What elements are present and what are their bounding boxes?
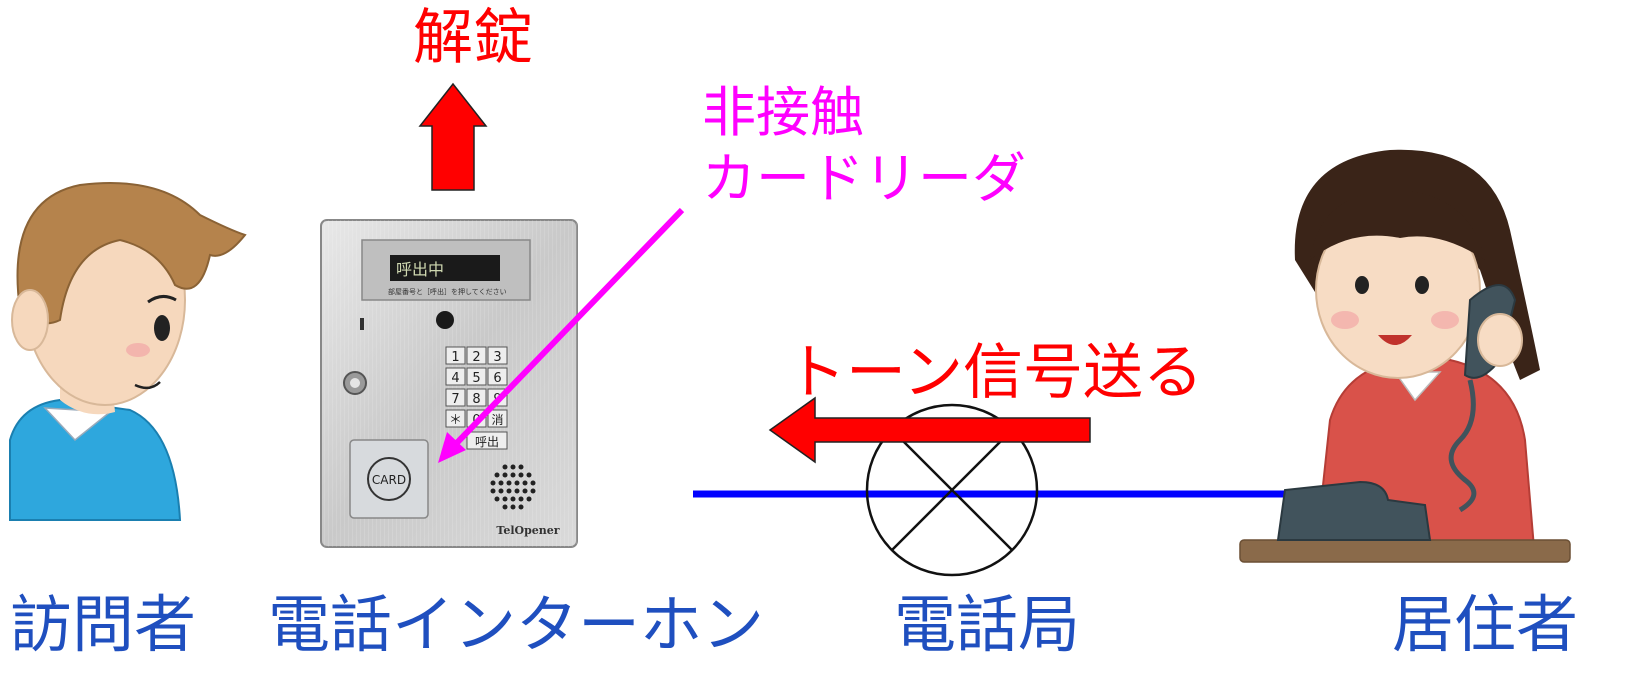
unlock-arrow	[418, 82, 488, 191]
resident-illustration	[1239, 149, 1571, 563]
resident-label: 居住者	[1392, 588, 1579, 661]
keypad: 1 2 3 4 5 6 7 8 9 ＊ 0 消 呼出	[445, 346, 508, 450]
phone-office-label: 電話局	[894, 588, 1081, 661]
camera-lens	[436, 311, 454, 329]
key-3: 3	[487, 346, 508, 365]
svg-text:＊: ＊	[449, 413, 462, 428]
visitor-label: 訪問者	[10, 588, 197, 661]
key-5: 5	[466, 367, 487, 386]
lcd-screen	[390, 255, 500, 281]
tone-signal-arrow	[768, 396, 1091, 464]
svg-text:2: 2	[472, 350, 480, 365]
key-2: 2	[466, 346, 487, 365]
key-1: 1	[445, 346, 466, 365]
svg-text:6: 6	[493, 371, 501, 386]
svg-text:5: 5	[472, 371, 480, 386]
unlock-label: 解錠	[413, 3, 533, 73]
visitor-illustration	[9, 182, 247, 521]
card-reader-label: 非接触 カードリーダ	[702, 80, 1026, 212]
svg-text:1: 1	[451, 350, 459, 365]
card-reader-label-line2: カードリーダ	[702, 146, 1026, 210]
intercom-panel: 呼出中 部屋番号と［呼出］を押してください 1 2 3 4 5 6 7 8 9 …	[320, 219, 578, 548]
desk-phone	[1276, 480, 1432, 541]
card-reader: CARD	[349, 439, 429, 519]
tone-signal-label: トーン信号送る	[786, 338, 1203, 408]
key-8: 8	[466, 388, 487, 407]
lcd-instruction: 部屋番号と［呼出］を押してください	[388, 287, 507, 296]
key-7: 7	[445, 388, 466, 407]
desk	[1239, 539, 1571, 563]
svg-text:4: 4	[451, 371, 459, 386]
phone-office-symbol	[865, 403, 1039, 577]
card-reader-label-line1: 非接触	[702, 81, 864, 144]
svg-text:呼出: 呼出	[475, 435, 499, 449]
key-4: 4	[445, 367, 466, 386]
call-key: 呼出	[466, 431, 508, 450]
card-label: CARD	[372, 473, 406, 487]
key-6: 6	[487, 367, 508, 386]
intercom-label: 電話インターホン	[268, 588, 765, 661]
svg-text:3: 3	[493, 350, 501, 365]
key-asterisk: ＊	[445, 409, 466, 428]
key-clear: 消	[487, 409, 508, 428]
lcd-display-text: 呼出中	[396, 260, 444, 279]
svg-text:消: 消	[491, 413, 503, 427]
svg-text:8: 8	[472, 392, 480, 407]
svg-text:7: 7	[451, 392, 459, 407]
brand-label: TelOpener	[496, 524, 559, 537]
card-reader-pointer	[438, 207, 685, 463]
speaker-grille	[490, 464, 536, 510]
